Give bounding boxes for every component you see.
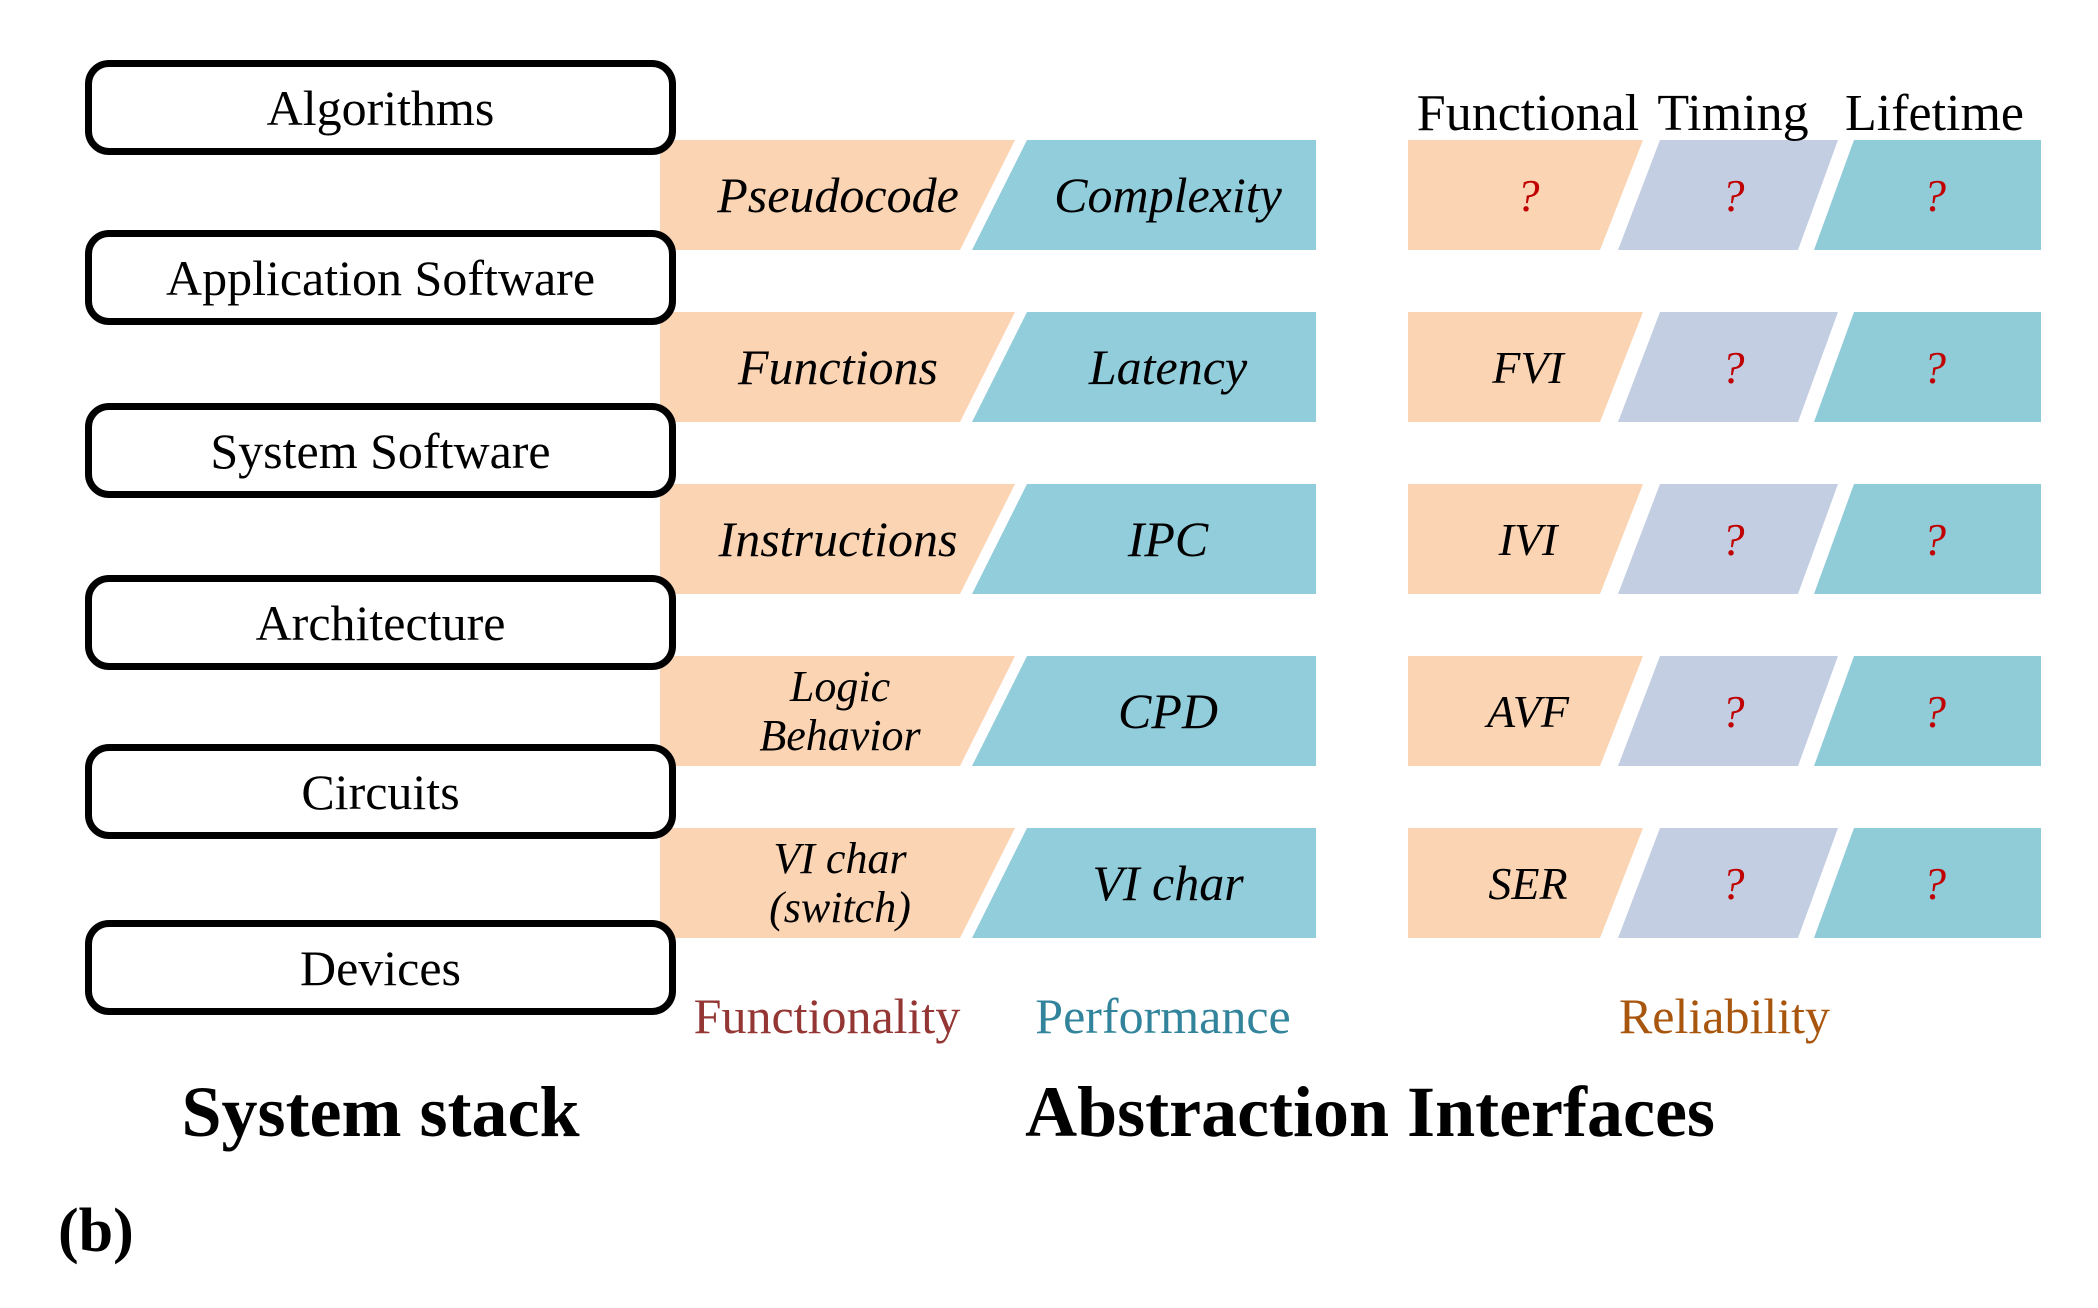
stack-box-architecture: Architecture [85,575,676,670]
functional-shape [1408,484,1643,594]
functionality-interface-label: Logic Behavior [759,661,921,760]
stack-box-system-software: System Software [85,403,676,498]
functional-shape [1408,828,1643,938]
stack-box-algorithms: Algorithms [85,60,676,155]
interface-band-arch-circuits: Logic Behavior CPD [660,656,1316,766]
lifetime-metric: ? [1923,513,1946,565]
functionality-axis-label: Functionality [693,988,961,1044]
timing-shape [1618,140,1838,250]
performance-interface-label: Latency [1088,339,1248,395]
lifetime-metric: ? [1923,341,1946,393]
abstraction-interfaces-title: Abstraction Interfaces [1025,1071,1715,1152]
lifetime-shape [1814,828,2041,938]
lifetime-shape [1814,484,2041,594]
lifetime-metric: ? [1923,685,1946,737]
functional-shape [1408,656,1643,766]
functional-metric: SER [1488,857,1568,909]
interface-band-circuits-devices: VI char (switch) VI char [660,828,1316,938]
performance-axis-label: Performance [1035,988,1291,1044]
timing-metric: ? [1721,513,1745,565]
functional-metric: FVI [1492,341,1564,393]
reliability-band-row5: SER ? ? [1408,828,2041,938]
functionality-shape [660,828,1015,938]
lifetime-metric: ? [1923,857,1946,909]
lifetime-column-header: Lifetime [1844,85,2025,142]
functional-metric: ? [1516,169,1540,221]
interface-band-appsw-syssw: Functions Latency [660,312,1316,422]
performance-shape [972,656,1316,766]
functional-shape [1408,312,1643,422]
stack-box-application-software: Application Software [85,230,676,325]
performance-interface-label: Complexity [1054,167,1282,223]
timing-metric: ? [1721,341,1745,393]
timing-shape [1618,484,1838,594]
lifetime-metric: ? [1923,169,1946,221]
performance-shape [972,140,1316,250]
timing-metric: ? [1721,857,1745,909]
timing-shape [1618,828,1838,938]
timing-metric: ? [1721,685,1745,737]
reliability-column-headers: Functional Timing Lifetime [1408,86,2041,140]
stack-box-circuits: Circuits [85,744,676,839]
reliability-band-row4: AVF ? ? [1408,656,2041,766]
interface-band-algorithms-appsw: Pseudocode Complexity [660,140,1316,250]
performance-interface-label: IPC [1127,511,1209,567]
reliability-band-row3: IVI ? ? [1408,484,2041,594]
functionality-interface-label: Instructions [718,511,958,567]
functionality-interface-label: VI char (switch) [769,833,911,932]
lifetime-shape [1814,656,2041,766]
functionality-interface-label: Pseudocode [717,167,959,223]
functionality-interface-label: Functions [738,339,938,395]
performance-shape [972,312,1316,422]
timing-column-header: Timing [1657,85,1809,142]
lifetime-shape [1814,140,2041,250]
functionality-shape [660,656,1015,766]
timing-metric: ? [1721,169,1745,221]
performance-interface-label: CPD [1118,683,1218,739]
interface-band-syssw-arch: Instructions IPC [660,484,1316,594]
reliability-band-row2: FVI ? ? [1408,312,2041,422]
performance-interface-label: VI char [1092,855,1244,911]
system-stack-title: System stack [181,1071,580,1152]
performance-shape [972,484,1316,594]
functionality-shape [660,140,1015,250]
performance-shape [972,828,1316,938]
functional-metric: IVI [1498,513,1558,565]
reliability-axis-label: Reliability [1618,988,1831,1044]
stack-box-devices: Devices [85,920,676,1015]
functional-metric: AVF [1486,685,1569,737]
figure-sublabel-b: (b) [58,1197,134,1265]
timing-shape [1618,312,1838,422]
functionality-shape [660,312,1015,422]
lifetime-shape [1814,312,2041,422]
reliability-band-row1: ? ? ? [1408,140,2041,250]
functional-shape [1408,140,1643,250]
functional-column-header: Functional [1416,85,1640,142]
timing-shape [1618,656,1838,766]
functionality-shape [660,484,1015,594]
